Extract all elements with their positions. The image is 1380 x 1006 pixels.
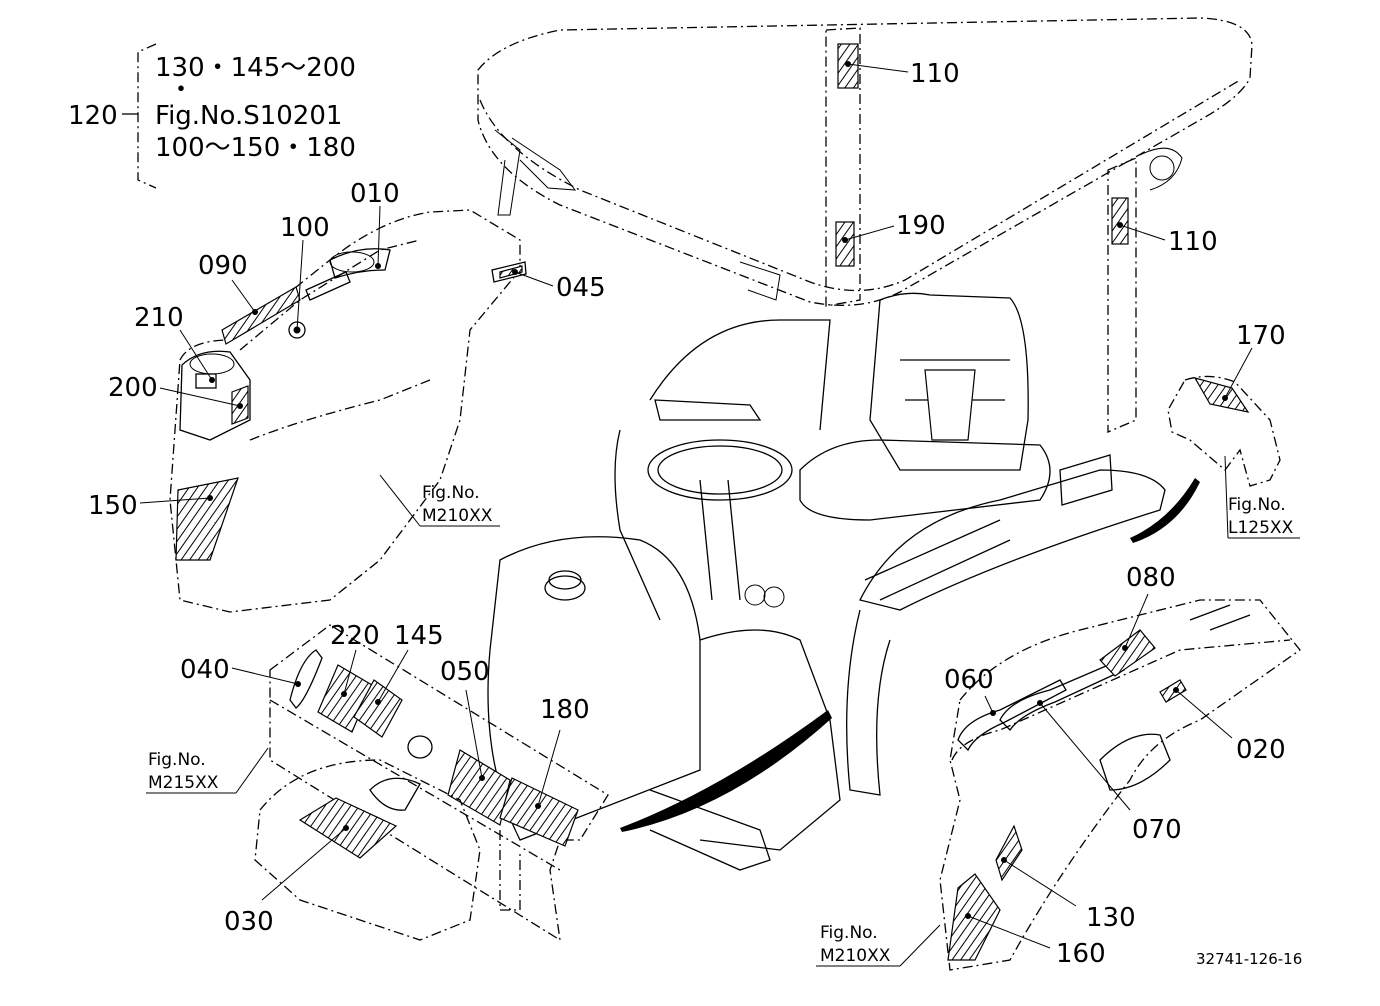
label-200: 200: [108, 373, 158, 403]
rear-part: [1167, 375, 1281, 487]
note-main-label: 120: [68, 101, 118, 131]
canopy: [477, 17, 1253, 433]
header-note: 120 130・145～200 ・ Fig.No.S10201 100～150・…: [68, 43, 356, 189]
label-060: 060: [944, 665, 994, 695]
label-150: 150: [88, 491, 138, 521]
label-110-top: 110: [910, 59, 960, 89]
label-160: 160: [1056, 939, 1106, 969]
figref-right-fender-code: M210XX: [820, 946, 891, 966]
label-090: 090: [198, 251, 248, 281]
label-040: 040: [180, 655, 230, 685]
part-labels: 110 110 190 010 100 090 210 200 045 150 …: [88, 59, 1286, 969]
label-210: 210: [134, 303, 184, 333]
diagram-caption: 32741-126-16: [1196, 950, 1302, 968]
tractor-body: [487, 292, 1200, 871]
note-line-3: Fig.No.S10201: [155, 101, 342, 131]
note-line-2: ・: [168, 75, 194, 105]
label-145: 145: [394, 621, 444, 651]
label-070: 070: [1132, 815, 1182, 845]
label-050: 050: [440, 657, 490, 687]
figref-rear-part-code: L125XX: [1228, 518, 1294, 538]
figref-dash-panel-label: Fig.No.: [148, 750, 206, 770]
right-fender: [939, 599, 1301, 971]
figref-rear-part-label: Fig.No.: [1228, 495, 1286, 515]
leader-lines: [139, 61, 1300, 967]
label-110-right: 110: [1168, 227, 1218, 257]
figref-left-fender-label: Fig.No.: [422, 483, 480, 503]
figref-right-fender-label: Fig.No.: [820, 923, 878, 943]
label-020: 020: [1236, 735, 1286, 765]
note-line-4: 100～150・180: [155, 133, 356, 163]
figure-refs: Fig.No. M210XX Fig.No. M215XX Fig.No. M2…: [148, 483, 1294, 966]
label-190: 190: [896, 211, 946, 241]
left-fender: [169, 209, 527, 613]
label-130: 130: [1086, 903, 1136, 933]
label-170: 170: [1236, 321, 1286, 351]
dash-panel: [254, 624, 609, 942]
label-030: 030: [224, 907, 274, 937]
label-220: 220: [330, 621, 380, 651]
figref-dash-panel-code: M215XX: [148, 773, 219, 793]
label-180: 180: [540, 695, 590, 725]
label-045: 045: [556, 273, 606, 303]
label-100: 100: [280, 213, 330, 243]
figref-left-fender-code: M210XX: [422, 506, 493, 526]
note-line-1: 130・145～200: [155, 53, 356, 83]
label-080: 080: [1126, 563, 1176, 593]
label-010: 010: [350, 179, 400, 209]
